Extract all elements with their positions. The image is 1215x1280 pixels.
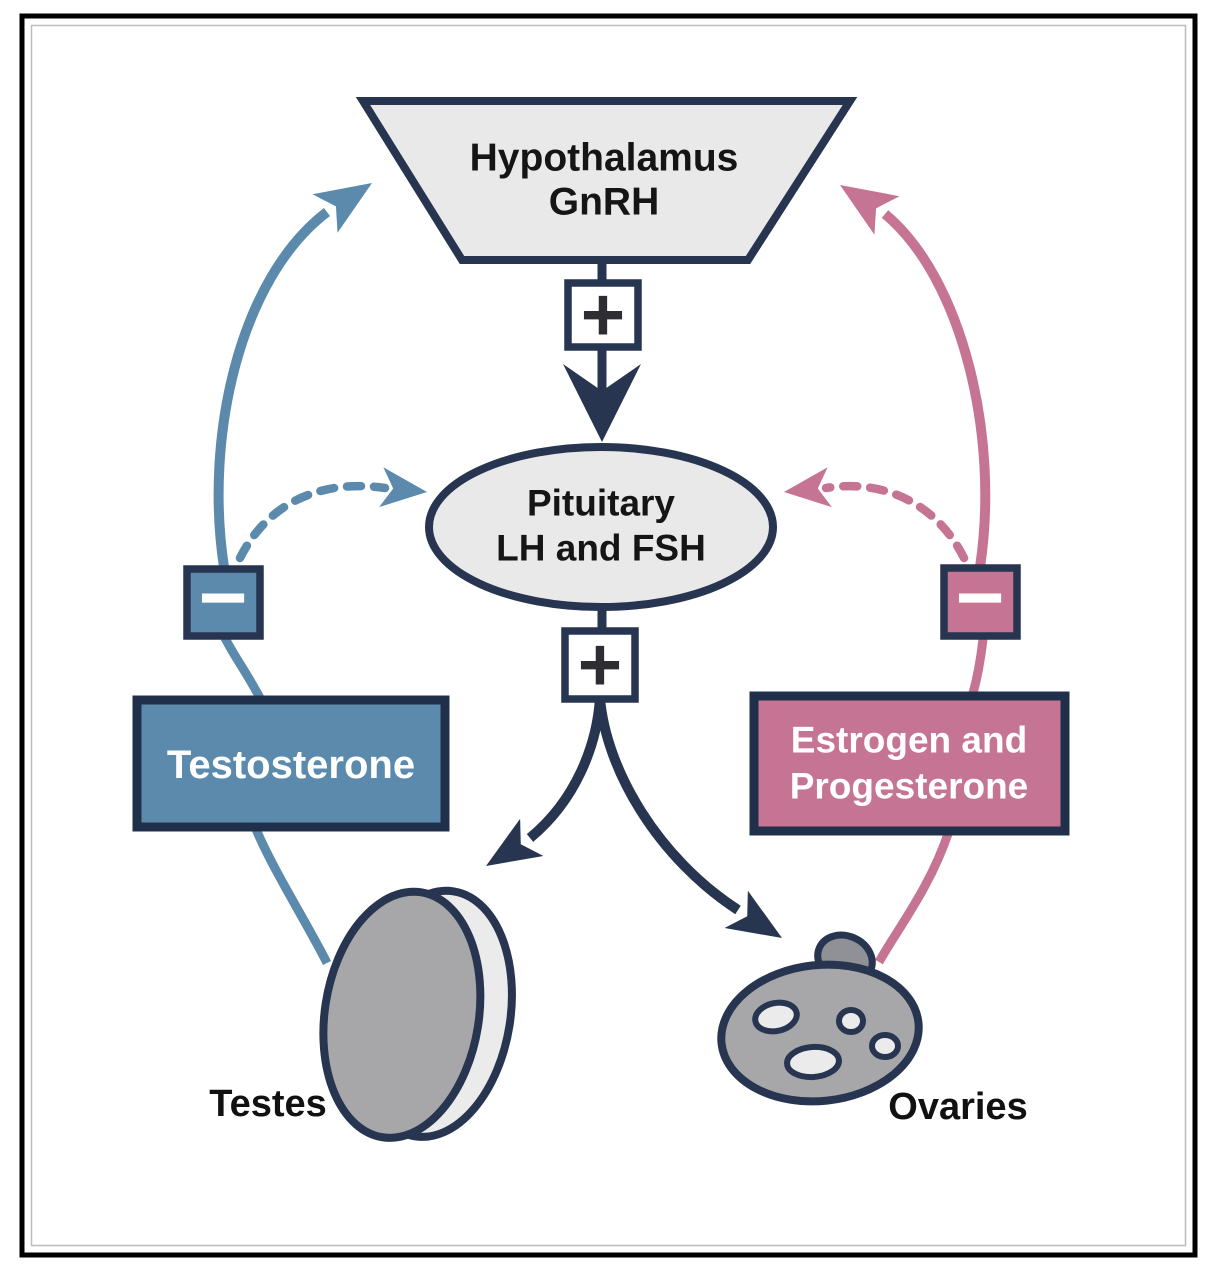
estrogen-feedback-dashed-arrow-to-pituitary xyxy=(821,481,969,563)
minus-box-estrogen xyxy=(940,564,1021,640)
pituitary-label: Pituitary xyxy=(527,483,675,524)
estrogen-label-line1: Estrogen and xyxy=(791,720,1027,761)
pituitary-to-ovaries-arrow xyxy=(595,697,741,915)
testosterone-dashed-arrowhead xyxy=(379,467,427,508)
ovary-body xyxy=(717,960,923,1106)
ovaries-illustration xyxy=(717,931,923,1106)
testosterone-feedback-dashed-arrow-to-pituitary xyxy=(235,481,390,563)
testosterone-box xyxy=(132,695,450,832)
hypothalamus-label: Hypothalamus xyxy=(470,137,739,180)
ovary-follicle-2 xyxy=(836,1007,866,1035)
pituitary-node xyxy=(425,443,777,611)
testes-label: Testes xyxy=(209,1083,327,1125)
plus-box-pituitary xyxy=(561,627,639,703)
minus-sign-testosterone: − xyxy=(198,550,247,644)
estrogen-dashed-arrowhead xyxy=(784,467,832,508)
testosterone-label: Testosterone xyxy=(167,743,415,787)
hypothalamus-sublabel: GnRH xyxy=(549,181,660,224)
estrogen-feedback-arrowhead xyxy=(840,185,900,235)
testes-illustration xyxy=(319,886,516,1142)
minus-sign-estrogen: − xyxy=(955,550,1004,644)
hypothalamus-to-pituitary-arrowhead xyxy=(563,364,641,442)
plus-sign-pituitary: + xyxy=(578,623,622,708)
ovary-follicle-1 xyxy=(752,999,800,1035)
testosterone-to-minus-line xyxy=(220,635,266,703)
pituitary-to-testes-arrowhead xyxy=(486,818,544,866)
estrogen-progesterone-box xyxy=(749,691,1070,836)
ovaries-to-estrogen-line xyxy=(875,829,954,965)
diagram-frame-inner-line xyxy=(30,24,1187,1247)
ovary-follicle-4 xyxy=(784,1043,842,1081)
testes-to-testosterone-line xyxy=(251,827,332,966)
estrogen-label-line2: Progesterone xyxy=(790,766,1029,807)
plus-sign-hypothalamus: + xyxy=(581,273,625,358)
pituitary-to-ovaries-arrowhead xyxy=(724,890,782,938)
testosterone-feedback-arrowhead xyxy=(312,183,372,233)
estrogen-feedback-arrow-to-hypothalamus xyxy=(881,210,991,568)
ovary-follicle-3 xyxy=(869,1032,901,1060)
testosterone-feedback-arrow-to-hypothalamus xyxy=(213,208,331,568)
hypothalamus-node xyxy=(355,97,858,264)
minus-box-testosterone xyxy=(183,565,264,640)
ovaries-label: Ovaries xyxy=(888,1086,1027,1128)
pituitary-sublabel: LH and FSH xyxy=(496,528,706,569)
testis-front xyxy=(319,887,485,1142)
plus-box-hypothalamus xyxy=(564,279,642,351)
